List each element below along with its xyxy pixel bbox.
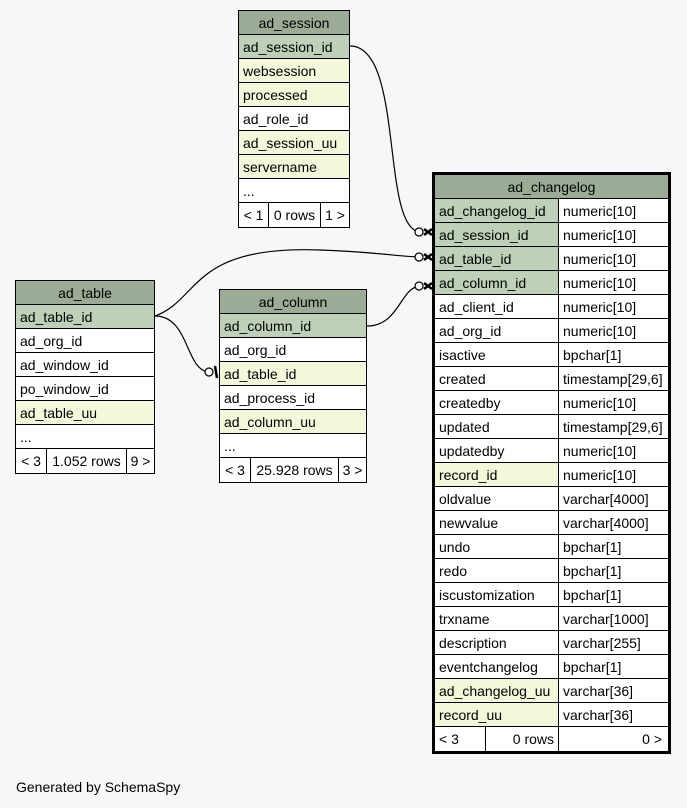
column-type: bpchar[1] bbox=[558, 583, 668, 606]
column-type: numeric[10] bbox=[558, 463, 668, 486]
optional-marker-1 bbox=[414, 227, 424, 237]
optional-marker-3 bbox=[414, 281, 424, 291]
column-type: timestamp[29,6] bbox=[558, 415, 668, 438]
column-name: description bbox=[439, 635, 507, 651]
column-name: ad_table_id bbox=[439, 251, 512, 267]
children-count: 9 > bbox=[126, 449, 154, 473]
column-name: created bbox=[439, 371, 486, 387]
column-name: ad_table_id bbox=[224, 366, 297, 382]
parents-count: < 3 bbox=[21, 453, 41, 469]
column-name: ad_column_id bbox=[224, 318, 312, 334]
parents-count: < 3 bbox=[439, 731, 459, 747]
column-name: ad_process_id bbox=[224, 390, 316, 406]
optional-marker-4 bbox=[204, 367, 214, 377]
column-name: ad_column_uu bbox=[224, 414, 316, 430]
column-name: ad_org_id bbox=[20, 333, 83, 349]
column-type: numeric[10] bbox=[558, 391, 668, 414]
column-type: numeric[10] bbox=[558, 199, 668, 222]
column-name: isactive bbox=[439, 347, 486, 363]
column-name: updatedby bbox=[439, 443, 505, 459]
parents-count: < 1 bbox=[243, 207, 264, 223]
column-name: ... bbox=[243, 183, 255, 199]
column-name: websession bbox=[243, 63, 317, 79]
generated-by-caption: Generated by SchemaSpy bbox=[16, 779, 181, 795]
column-type: numeric[10] bbox=[558, 295, 668, 318]
column-type: numeric[10] bbox=[558, 439, 668, 462]
column-type: varchar[36] bbox=[558, 679, 668, 702]
column-name: ad_session_id bbox=[439, 227, 529, 243]
column-name: eventchangelog bbox=[439, 659, 538, 675]
column-name: record_uu bbox=[439, 707, 503, 723]
column-name: trxname bbox=[439, 611, 490, 627]
column-name: ad_role_id bbox=[243, 111, 309, 127]
column-type: varchar[255] bbox=[558, 631, 668, 654]
column-type: varchar[36] bbox=[558, 703, 668, 726]
column-name: ad_column_id bbox=[439, 275, 527, 291]
edge-column-changelog bbox=[366, 285, 422, 327]
table-ad-table[interactable]: ad_table ad_table_id ad_org_id ad_window… bbox=[15, 280, 155, 474]
column-type: bpchar[1] bbox=[558, 535, 668, 558]
edge-table-column bbox=[154, 315, 211, 373]
table-ad-column[interactable]: ad_column ad_column_id ad_org_id ad_tabl… bbox=[219, 289, 367, 483]
column-type: varchar[4000] bbox=[558, 511, 668, 534]
column-name: ... bbox=[20, 429, 32, 445]
column-type: numeric[10] bbox=[558, 223, 668, 246]
column-name: ad_changelog_uu bbox=[439, 683, 551, 699]
column-type: bpchar[1] bbox=[558, 559, 668, 582]
edge-session-changelog bbox=[349, 45, 422, 233]
column-name: processed bbox=[243, 87, 308, 103]
column-name: ad_org_id bbox=[224, 342, 287, 358]
row-count: 0 rows bbox=[485, 727, 558, 751]
table-title: ad_session bbox=[239, 11, 349, 35]
column-type: varchar[4000] bbox=[558, 487, 668, 510]
parents-count: < 3 bbox=[225, 462, 245, 478]
column-name: createdby bbox=[439, 395, 501, 411]
column-name: ad_client_id bbox=[439, 299, 514, 315]
column-name: ad_changelog_id bbox=[439, 203, 546, 219]
table-title: ad_table bbox=[16, 281, 154, 305]
optional-marker-2 bbox=[414, 252, 424, 262]
column-type: bpchar[1] bbox=[558, 655, 668, 678]
children-count: 3 > bbox=[338, 458, 366, 482]
column-type: timestamp[29,6] bbox=[558, 367, 668, 390]
row-count: 25.928 rows bbox=[250, 458, 338, 482]
column-name: oldvalue bbox=[439, 491, 492, 507]
column-name: newvalue bbox=[439, 515, 499, 531]
column-name: ad_session_uu bbox=[243, 135, 338, 151]
column-type: bpchar[1] bbox=[558, 343, 668, 366]
column-name: ad_org_id bbox=[439, 323, 502, 339]
column-name: ad_table_uu bbox=[20, 405, 98, 421]
children-count: 1 > bbox=[320, 203, 349, 227]
column-name: record_id bbox=[439, 467, 498, 483]
column-name: ... bbox=[224, 438, 236, 454]
column-name: po_window_id bbox=[20, 381, 109, 397]
column-name: updated bbox=[439, 419, 490, 435]
column-type: numeric[10] bbox=[558, 271, 668, 294]
column-type: numeric[10] bbox=[558, 319, 668, 342]
table-title: ad_column bbox=[220, 290, 366, 314]
column-name: undo bbox=[439, 539, 471, 555]
column-type: varchar[1000] bbox=[558, 607, 668, 630]
column-name: ad_table_id bbox=[20, 309, 93, 325]
column-name: iscustomization bbox=[439, 587, 535, 603]
column-name: ad_window_id bbox=[20, 357, 109, 373]
row-count: 0 rows bbox=[268, 203, 320, 227]
column-name: servername bbox=[243, 159, 317, 175]
table-title: ad_changelog bbox=[435, 175, 668, 199]
column-name: ad_session_id bbox=[243, 39, 333, 55]
edge-table-changelog bbox=[154, 249, 422, 317]
table-ad-session[interactable]: ad_session ad_session_id websession proc… bbox=[238, 10, 350, 228]
column-type: numeric[10] bbox=[558, 247, 668, 270]
row-count: 1.052 rows bbox=[46, 449, 126, 473]
children-count: 0 > bbox=[558, 727, 668, 751]
column-name: redo bbox=[439, 563, 468, 579]
